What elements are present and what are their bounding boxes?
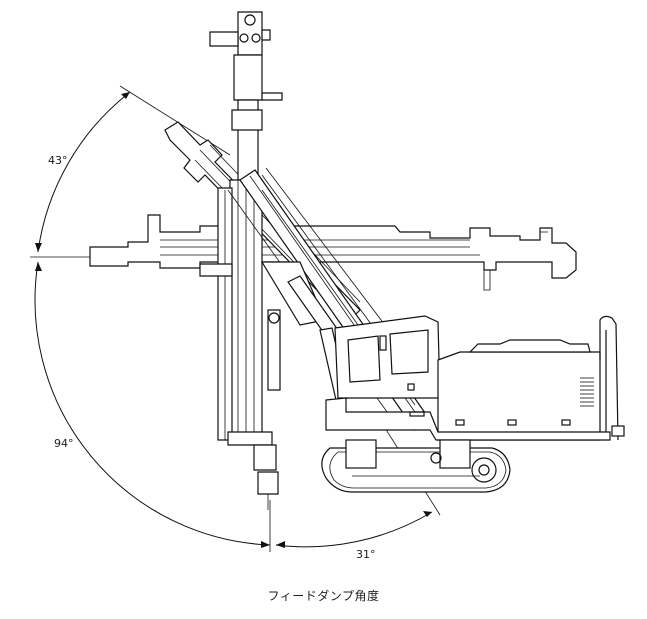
angle-label-left: 94° [54, 437, 74, 450]
engine-vent [580, 377, 594, 407]
diagram-caption: フィードダンプ角度 [267, 589, 380, 603]
angle-label-upper: 43° [48, 154, 68, 167]
carrier-body [325, 315, 625, 441]
angle-label-bottom: 31° [356, 548, 376, 560]
feed-dump-angle-diagram: 43° 94° 31° [30, 11, 625, 560]
boom-horizontal [89, 214, 577, 291]
crawler-track [321, 439, 511, 493]
